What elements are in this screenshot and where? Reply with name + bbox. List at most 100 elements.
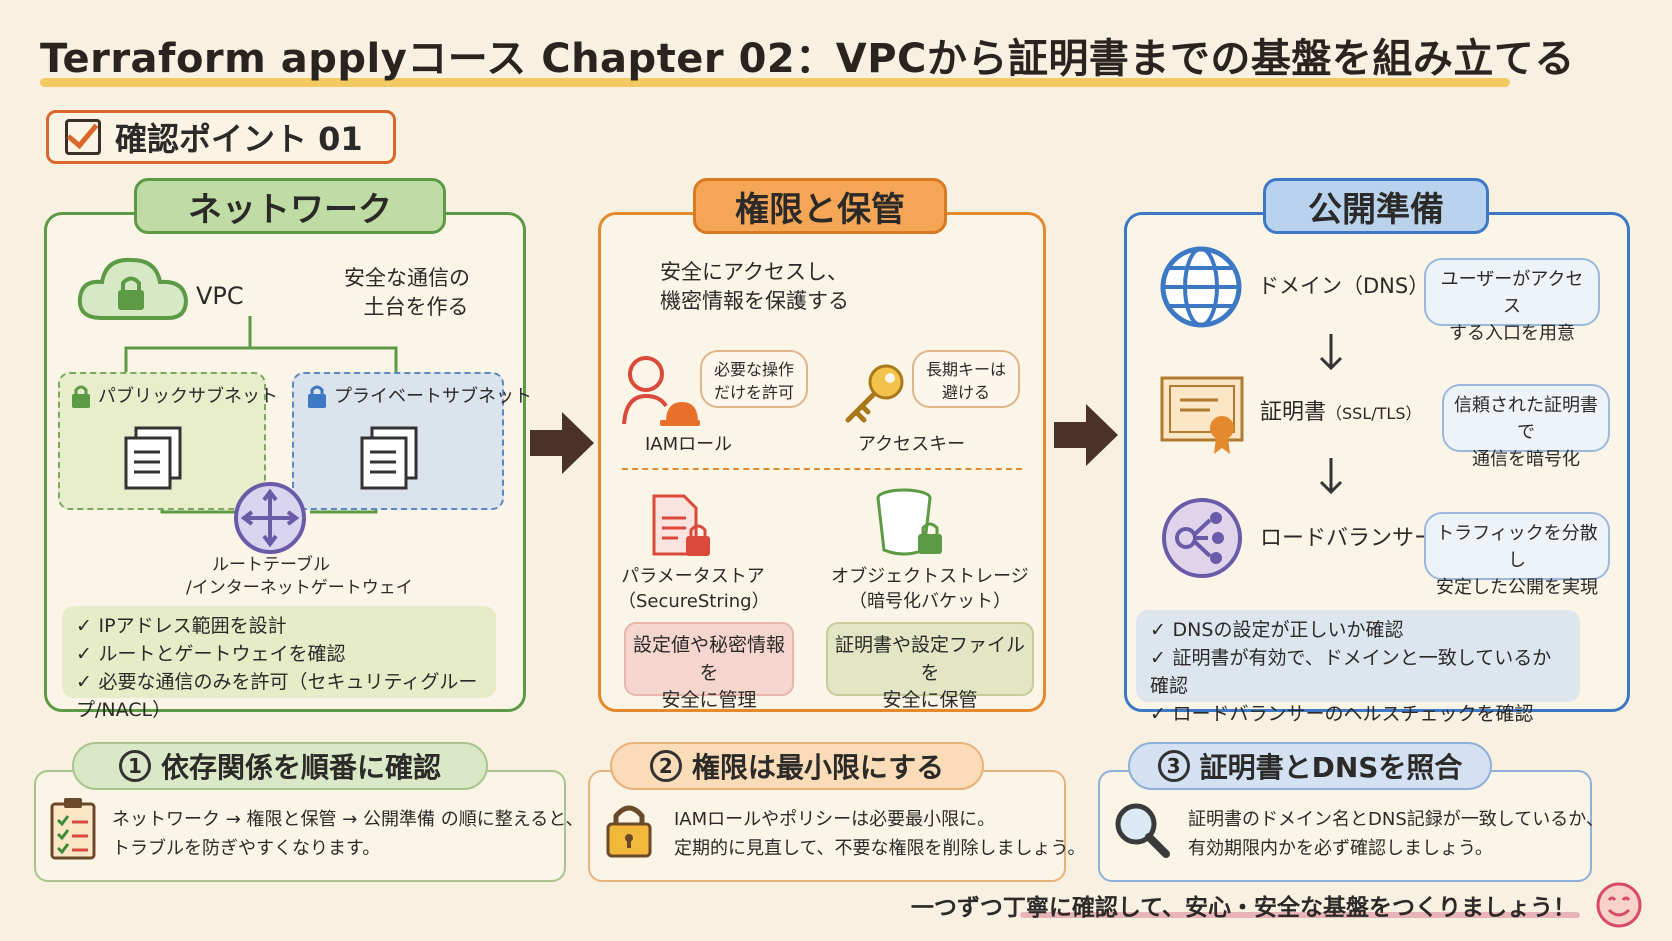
param-label-line1: パラメータストア: [621, 566, 765, 587]
cert-label: 証明書（SSL/TLS）: [1260, 398, 1421, 429]
permission-desc-line1: 安全にアクセスし、: [660, 260, 848, 284]
storage-note-line1: 証明書や設定ファイルを: [834, 634, 1025, 684]
smiley-icon: [1596, 882, 1642, 928]
parameter-store-icon: [652, 494, 710, 556]
cert-label-main: 証明書: [1260, 400, 1327, 425]
arrow-right-icon: [530, 412, 594, 474]
lb-label: ロードバランサー: [1260, 526, 1437, 551]
tip-desc-1: ネットワーク → 権限と保管 → 公開準備 の順に整えると、 トラブルを防ぎやす…: [112, 806, 584, 864]
iam-user-icon: [622, 356, 700, 426]
load-balancer-icon: [1162, 498, 1242, 578]
lb-bubble-line1: トラフィックを分散し: [1436, 523, 1598, 571]
param-label-line2: （SecureString）: [618, 591, 770, 613]
cert-bubble-line1: 信頼された証明書で: [1454, 395, 1598, 443]
footer-message: 一つずつ丁寧に確認して、安心・安全な基盤をつくりましょう！: [910, 895, 1576, 921]
tip-title-2-text: 権限は最小限にする: [691, 751, 945, 784]
key-bubble: 長期キーは 避ける: [912, 350, 1020, 408]
tip-title-1-text: 依存関係を順番に確認: [160, 751, 441, 784]
magnifier-icon: [1115, 803, 1170, 858]
tip-title-2: 2 権限は最小限にする: [610, 742, 984, 790]
clipboard-icon: [50, 798, 96, 860]
storage-label: オブジェクトストレージ （暗号化バケット）: [826, 564, 1034, 614]
server-icon-private: [360, 426, 418, 490]
storage-label-line2: （暗号化バケット）: [849, 591, 1011, 613]
router-icon: [234, 482, 306, 554]
tip-desc-2: IAMロールやポリシーは必要最小限に。 定期的に見直して、不要な権限を削除しまし…: [674, 806, 1085, 864]
cert-bubble: 信頼された証明書で 通信を暗号化: [1442, 384, 1610, 470]
tip-number-1: 1: [118, 750, 151, 782]
lb-bubble-line2: 安定した公開を実現: [1436, 577, 1598, 598]
private-subnet-label: プライベートサブネット: [334, 386, 532, 407]
tip-desc-1-line1: ネットワーク → 権限と保管 → 公開準備 の順に整えると、: [112, 809, 584, 830]
globe-icon: [1160, 246, 1242, 328]
page-title: Terraform applyコース Chapter 02：VPCから証明書まで…: [40, 36, 1575, 82]
key-bubble-line1: 長期キーは: [925, 360, 1006, 379]
publish-check-item: ロードバランサーのヘルスチェックを確認: [1150, 700, 1566, 728]
iam-label: IAMロール: [645, 434, 733, 455]
permission-divider: [622, 468, 1022, 470]
storage-note-line2: 安全に保管: [882, 689, 978, 712]
publish-title: 公開準備: [1263, 178, 1489, 234]
public-subnet-label: パブリックサブネット: [98, 386, 278, 407]
network-check-item: IPアドレス範囲を設計: [76, 612, 482, 640]
permission-desc-line2: 機密情報を保護する: [660, 289, 849, 314]
cloud-lock-icon: [77, 257, 189, 320]
tip-title-3: 3 証明書とDNSを照合: [1128, 742, 1492, 790]
tip-desc-3-line1: 証明書のドメイン名とDNS記録が一致しているか、: [1188, 809, 1604, 830]
server-icon-public: [124, 426, 182, 490]
arrow-down-icon-2: [1319, 458, 1343, 495]
network-desc: 安全な通信の 土台を作る: [344, 264, 470, 323]
network-checklist: IPアドレス範囲を設計 ルートとゲートウェイを確認 必要な通信のみを許可（セキュ…: [62, 606, 496, 721]
iam-bubble-line2: だけを許可: [713, 383, 794, 403]
param-label: パラメータストア （SecureString）: [618, 564, 770, 614]
publish-check-item: DNSの設定が正しいか確認: [1150, 616, 1566, 644]
tip-number-3: 3: [1157, 750, 1190, 782]
storage-note: 証明書や設定ファイルを 安全に保管: [826, 622, 1034, 711]
title-underline: [40, 78, 1510, 87]
route-label-line1: ルートテーブル: [212, 555, 330, 575]
iam-bubble-line1: 必要な操作: [713, 360, 794, 379]
permission-title: 権限と保管: [693, 178, 947, 234]
key-bubble-line2: 避ける: [941, 383, 990, 403]
permission-desc: 安全にアクセスし、 機密情報を保護する: [660, 258, 849, 317]
dns-bubble: ユーザーがアクセス する入口を用意: [1424, 258, 1600, 344]
lb-bubble: トラフィックを分散し 安定した公開を実現: [1424, 512, 1610, 598]
footer-underline: [1020, 912, 1580, 918]
checkpoint-label: 確認ポイント 01: [46, 110, 396, 164]
network-desc-line1: 安全な通信の: [344, 266, 470, 290]
certificate-icon: [1160, 376, 1244, 454]
cert-bubble-line2: 通信を暗号化: [1472, 449, 1580, 470]
network-check-item: ルートとゲートウェイを確認: [76, 640, 482, 668]
key-label: アクセスキー: [858, 434, 966, 455]
network-desc-line2: 土台を作る: [363, 295, 469, 320]
bucket-lock-icon: [876, 488, 942, 556]
tip-desc-2-line1: IAMロールやポリシーは必要最小限に。: [674, 809, 996, 830]
publish-check-item: 証明書が有効で、ドメインと一致しているか確認: [1150, 644, 1566, 700]
key-icon: [845, 364, 904, 423]
tip-desc-3-line2: 有効期限内かを必ず確認しましょう。: [1188, 837, 1493, 859]
route-label-line2: /インターネットゲートウェイ: [186, 577, 413, 598]
tip-number-2: 2: [649, 750, 682, 782]
tip-desc-1-line2: トラブルを防ぎやすくなります。: [112, 837, 381, 859]
cert-label-sub: （SSL/TLS）: [1326, 404, 1422, 423]
tip-desc-3: 証明書のドメイン名とDNS記録が一致しているか、 有効期限内かを必ず確認しましょ…: [1188, 806, 1604, 864]
param-note-line2: 安全に管理: [661, 689, 757, 712]
checkbox-icon: [65, 119, 101, 155]
tip-title-1: 1 依存関係を順番に確認: [72, 742, 488, 790]
public-lock-icon: [72, 385, 90, 408]
arrow-right-icon-2: [1054, 404, 1118, 466]
tip-desc-2-line2: 定期的に見直して、不要な権限を削除しましょう。: [674, 837, 1086, 859]
vpc-label: VPC: [196, 282, 244, 310]
network-check-item: 必要な通信のみを許可（セキュリティグループ/NACL）: [76, 668, 482, 724]
arrow-down-icon: [1319, 334, 1343, 371]
checkpoint-text: 確認ポイント 01: [115, 120, 363, 158]
publish-checklist: DNSの設定が正しいか確認 証明書が有効で、ドメインと一致しているか確認 ロード…: [1136, 610, 1580, 725]
dns-bubble-line2: する入口を用意: [1449, 323, 1575, 344]
padlock-icon: [606, 805, 652, 858]
param-note-line1: 設定値や秘密情報を: [632, 634, 785, 684]
private-lock-icon: [308, 385, 326, 408]
network-title: ネットワーク: [134, 178, 446, 234]
storage-label-line1: オブジェクトストレージ: [831, 566, 1029, 587]
iam-bubble: 必要な操作 だけを許可: [700, 350, 808, 408]
param-note: 設定値や秘密情報を 安全に管理: [624, 622, 794, 711]
